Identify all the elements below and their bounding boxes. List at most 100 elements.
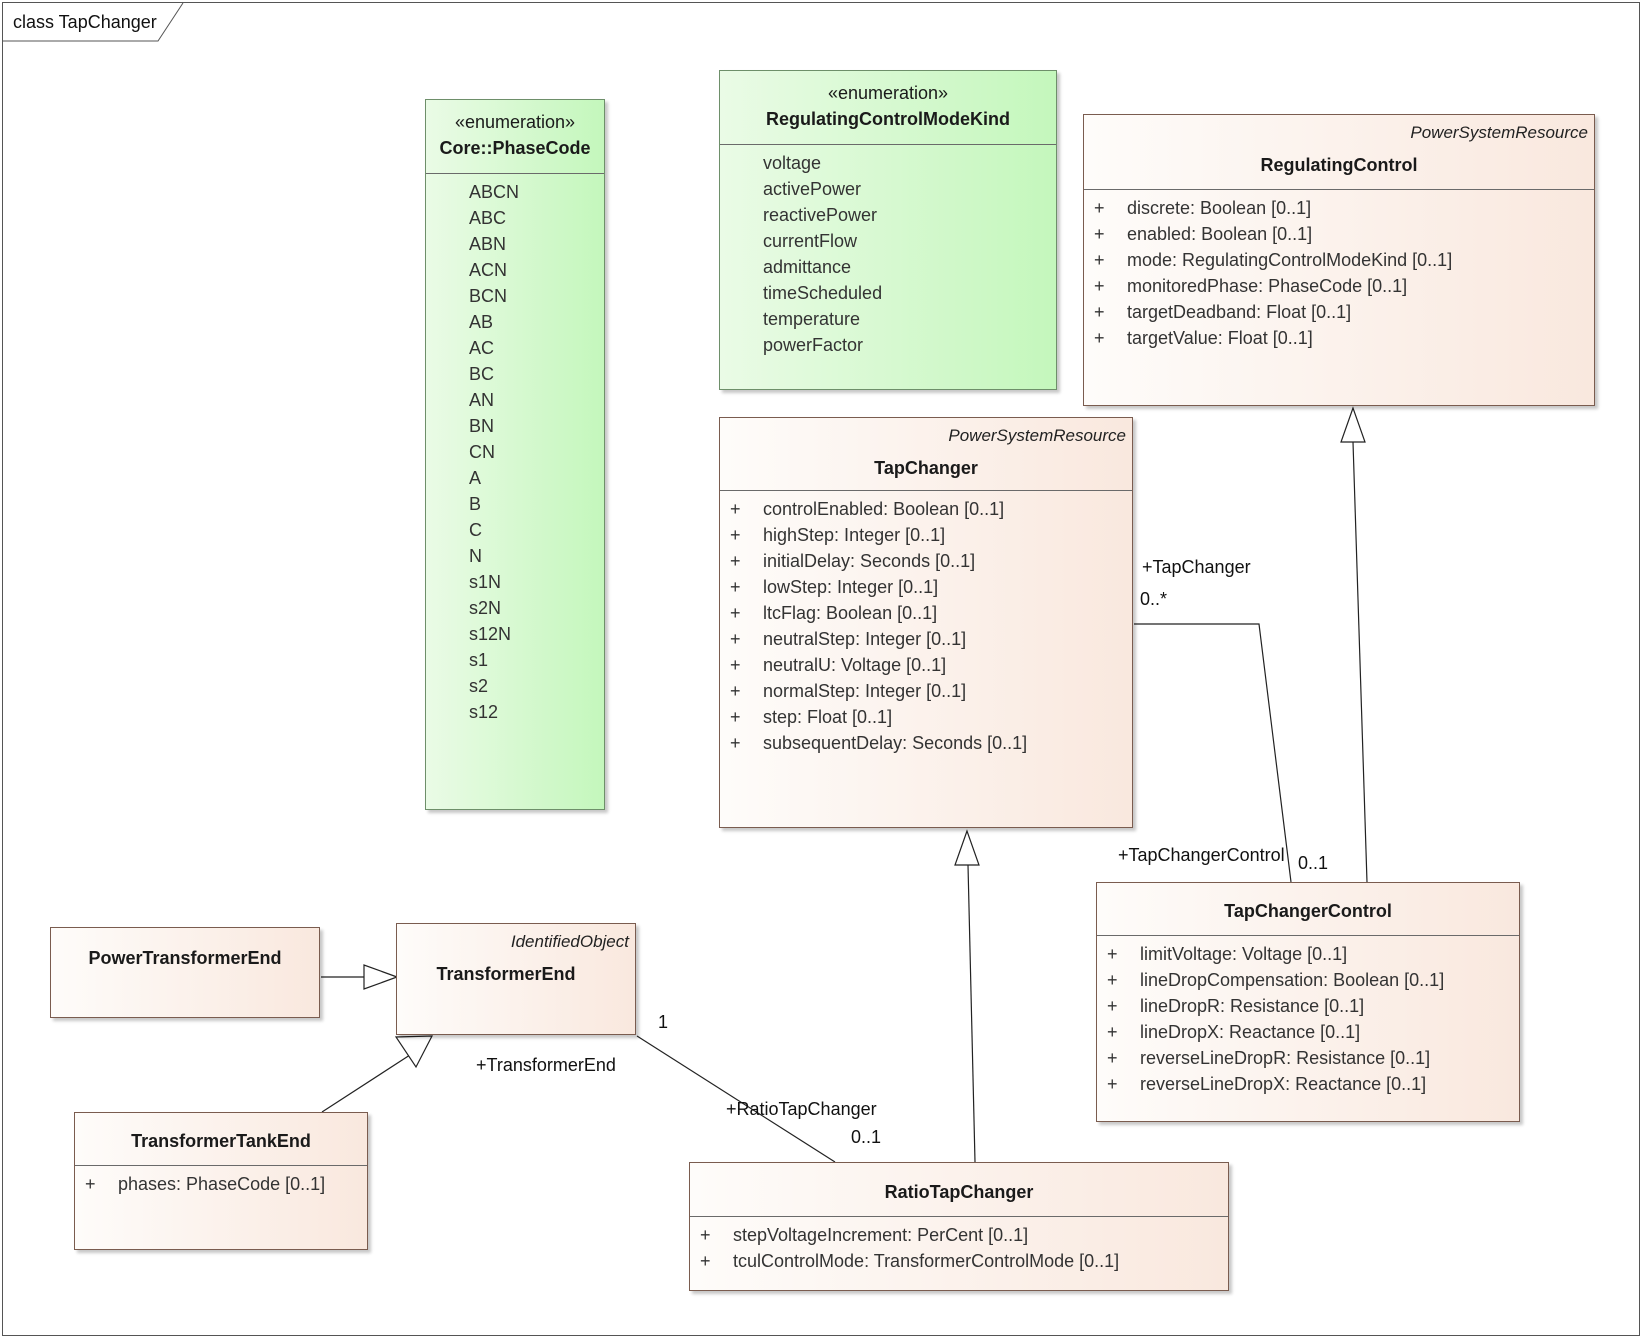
visibility-marker: + bbox=[1094, 250, 1105, 270]
class-tapchanger[interactable]: PowerSystemResource TapChanger + controlE… bbox=[719, 417, 1133, 828]
literal-text: temperature bbox=[763, 309, 861, 329]
class-ratiotapchanger[interactable]: RatioTapChanger +stepVoltageIncrement: P… bbox=[689, 1162, 1229, 1291]
enum-literal: A bbox=[426, 468, 604, 494]
visibility-marker: + bbox=[700, 1251, 711, 1271]
visibility-marker: + bbox=[730, 707, 741, 727]
attribute-row: +reverseLineDropX: Reactance [0..1] bbox=[1097, 1074, 1519, 1100]
enum-literal: ABN bbox=[426, 234, 604, 260]
attribute-text: normalStep: Integer [0..1] bbox=[763, 681, 967, 701]
visibility-marker: + bbox=[85, 1174, 96, 1194]
class-name: TransformerEnd bbox=[436, 964, 576, 984]
class-transformerend[interactable]: IdentifiedObject TransformerEnd bbox=[396, 923, 636, 1035]
parent-class-label: PowerSystemResource bbox=[1410, 123, 1588, 142]
enum-literal: s1N bbox=[426, 572, 604, 598]
attribute-text: neutralU: Voltage [0..1] bbox=[763, 655, 947, 675]
generalization-arrowhead bbox=[394, 1035, 433, 1069]
attribute-row: +targetValue: Float [0..1] bbox=[1084, 328, 1594, 354]
attribute-text: tculControlMode: TransformerControlMode … bbox=[733, 1251, 1120, 1271]
enum-literal: ACN bbox=[426, 260, 604, 286]
enum-literal: CN bbox=[426, 442, 604, 468]
visibility-marker: + bbox=[1094, 328, 1105, 348]
literal-text: C bbox=[469, 520, 482, 540]
attribute-row: +normalStep: Integer [0..1] bbox=[720, 681, 1132, 707]
stereotype-label: «enumeration» bbox=[454, 112, 576, 132]
attribute-text: phases: PhaseCode [0..1] bbox=[118, 1174, 326, 1194]
visibility-marker: + bbox=[730, 499, 741, 519]
class-header: «enumeration» RegulatingControlModeKind bbox=[720, 71, 1056, 145]
class-header: PowerSystemResource TapChanger bbox=[720, 418, 1132, 491]
multiplicity-tapchangercontrol: 0..1 bbox=[1298, 853, 1329, 873]
visibility-marker: + bbox=[730, 577, 741, 597]
literal-text: N bbox=[469, 546, 482, 566]
attribute-text: subsequentDelay: Seconds [0..1] bbox=[763, 733, 1028, 753]
literal-text: B bbox=[469, 494, 482, 514]
visibility-marker: + bbox=[730, 603, 741, 623]
enum-literal: s2 bbox=[426, 676, 604, 702]
parent-class-label: PowerSystemResource bbox=[948, 426, 1126, 445]
attribute-row: +discrete: Boolean [0..1] bbox=[1084, 198, 1594, 224]
attribute-text: initialDelay: Seconds [0..1] bbox=[763, 551, 976, 571]
visibility-marker: + bbox=[730, 733, 741, 753]
class-regulatingcontrol[interactable]: PowerSystemResource RegulatingControl +d… bbox=[1083, 114, 1595, 406]
literal-text: reactivePower bbox=[763, 205, 878, 225]
enum-regulatingcontrolmodekind[interactable]: «enumeration» RegulatingControlModeKind … bbox=[719, 70, 1057, 390]
enum-literal: BN bbox=[426, 416, 604, 442]
class-transformertankend[interactable]: TransformerTankEnd + phases: PhaseCode [0… bbox=[74, 1112, 368, 1250]
literal-text: s12N bbox=[469, 624, 512, 644]
visibility-marker: + bbox=[1107, 970, 1118, 990]
enum-literal: timeScheduled bbox=[720, 283, 1056, 309]
literal-text: BCN bbox=[469, 286, 508, 306]
enum-literal: powerFactor bbox=[720, 335, 1056, 361]
attribute-row: + neutralStep: Integer [0..1] bbox=[720, 629, 1132, 655]
enum-literal: s2N bbox=[426, 598, 604, 624]
literal-text: ABC bbox=[469, 208, 507, 228]
literal-text: powerFactor bbox=[763, 335, 864, 355]
attribute-text: lineDropX: Reactance [0..1] bbox=[1140, 1022, 1361, 1042]
literal-text: s1 bbox=[469, 650, 489, 670]
literal-text: BC bbox=[469, 364, 495, 384]
attribute-row: + subsequentDelay: Seconds [0..1] bbox=[720, 733, 1132, 759]
class-header: TransformerTankEnd bbox=[75, 1113, 367, 1166]
visibility-marker: + bbox=[730, 525, 741, 545]
class-header: RatioTapChanger bbox=[690, 1163, 1228, 1217]
class-name: TransformerTankEnd bbox=[131, 1131, 311, 1151]
enum-literal: ABCN bbox=[426, 182, 604, 208]
attribute-row: +targetDeadband: Float [0..1] bbox=[1084, 302, 1594, 328]
attribute-text: controlEnabled: Boolean [0..1] bbox=[763, 499, 1005, 519]
generalization-ratiotapchanger-line bbox=[967, 864, 976, 1163]
enum-literal: reactivePower bbox=[720, 205, 1056, 231]
frame-title: class TapChanger bbox=[13, 12, 157, 32]
literal-text: A bbox=[469, 468, 482, 488]
attribute-row: +step: Float [0..1] bbox=[720, 707, 1132, 733]
enum-literal: N bbox=[426, 546, 604, 572]
generalization-arrowhead bbox=[1340, 406, 1366, 443]
enum-literal: s1 bbox=[426, 650, 604, 676]
attribute-text: reverseLineDropX: Reactance [0..1] bbox=[1140, 1074, 1427, 1094]
literal-text: ACN bbox=[469, 260, 508, 280]
enum-literal: voltage bbox=[720, 153, 1056, 179]
attribute-row: +lineDropX: Reactance [0..1] bbox=[1097, 1022, 1519, 1048]
attribute-row: + phases: PhaseCode [0..1] bbox=[75, 1174, 367, 1200]
class-header: PowerTransformerEnd bbox=[51, 928, 319, 1019]
class-name: TapChanger bbox=[874, 458, 978, 478]
attribute-row: +neutralU: Voltage [0..1] bbox=[720, 655, 1132, 681]
class-header: TapChangerControl bbox=[1097, 883, 1519, 936]
class-name: PowerTransformerEnd bbox=[88, 948, 282, 968]
attribute-row: +highStep: Integer [0..1] bbox=[720, 525, 1132, 551]
enum-literal: AB bbox=[426, 312, 604, 338]
class-header: PowerSystemResource RegulatingControl bbox=[1084, 115, 1594, 190]
enum-literal: AN bbox=[426, 390, 604, 416]
association-transformerend-ratiotapchanger bbox=[636, 1035, 836, 1163]
class-powertransformerend[interactable]: PowerTransformerEnd bbox=[50, 927, 320, 1018]
class-name: RatioTapChanger bbox=[884, 1182, 1034, 1202]
generalization-arrowhead bbox=[363, 964, 399, 990]
enum-literal: AC bbox=[426, 338, 604, 364]
class-tapchangercontrol[interactable]: TapChangerControl +limitVoltage: Voltage… bbox=[1096, 882, 1520, 1122]
attribute-row: +monitoredPhase: PhaseCode [0..1] bbox=[1084, 276, 1594, 302]
attribute-text: neutralStep: Integer [0..1] bbox=[763, 629, 967, 649]
visibility-marker: + bbox=[730, 629, 741, 649]
class-header: IdentifiedObject TransformerEnd bbox=[397, 924, 635, 1036]
